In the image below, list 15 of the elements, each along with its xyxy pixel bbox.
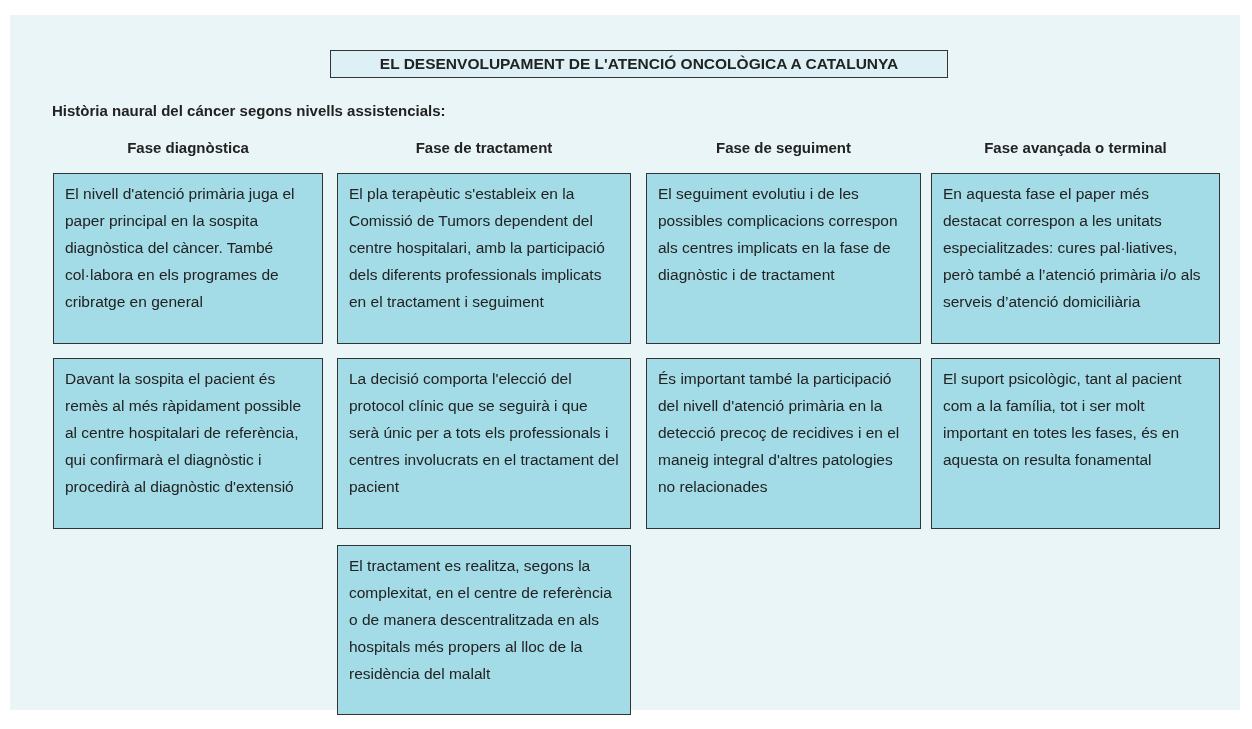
subtitle: Història naural del cáncer segons nivells assistencials: (52, 102, 446, 119)
text-box: El nivell d'atenció primària juga el paper principal en la sospita diagnòstica del càncer. També col·labora en els programes de cribratge en general (53, 173, 323, 344)
column-heading: Fase de tractament (414, 139, 554, 156)
text-box: És important també la participació del nivell d'atenció primària en la detecció precoç de recidives i en el maneig integral d'altres patologies no relacionades (646, 358, 921, 529)
text-box: El pla terapèutic s'estableix en la Comissió de Tumors dependent del centre hospitalari, amb la participació dels diferents professionals implicats en el tractament i seguiment (337, 173, 631, 344)
text-box: El tractament es realitza, segons la complexitat, en el centre de referència o de manera descentralitzada en als hospitals més propers al lloc de la residència del malalt (337, 545, 631, 715)
text-box: Davant la sospita el pacient és remès al més ràpidament possible al centre hospitalari de referència, qui confirmarà el diagnòstic i procedirà al diagnòstic d'extensió (53, 358, 323, 529)
text-box: El seguiment evolutiu i de les possibles complicacions correspon als centres implicats en la fase de diagnòstic i de tractament (646, 173, 921, 344)
title: EL DESENVOLUPAMENT DE L'ATENCIÓ ONCOLÒGICA A CATALUNYA (330, 50, 948, 78)
column-heading: Fase diagnòstica (126, 139, 250, 156)
text-box: La decisió comporta l'elecció del protocol clínic que se seguirà i que serà únic per a tots els professionals i centres involucrats en el tractament del pacient (337, 358, 631, 529)
column-heading: Fase de seguiment (714, 139, 852, 156)
text-box: En aquesta fase el paper més destacat correspon a les unitats especialitzades: cures pal·liatives, però també a l’atenció primària i/o als serveis d’atenció domiciliària (931, 173, 1220, 344)
column-heading: Fase avançada o terminal (983, 139, 1168, 156)
text-box: El suport psicològic, tant al pacient com a la família, tot i ser molt important en totes les fases, és en aquesta on resulta fonamental (931, 358, 1220, 529)
